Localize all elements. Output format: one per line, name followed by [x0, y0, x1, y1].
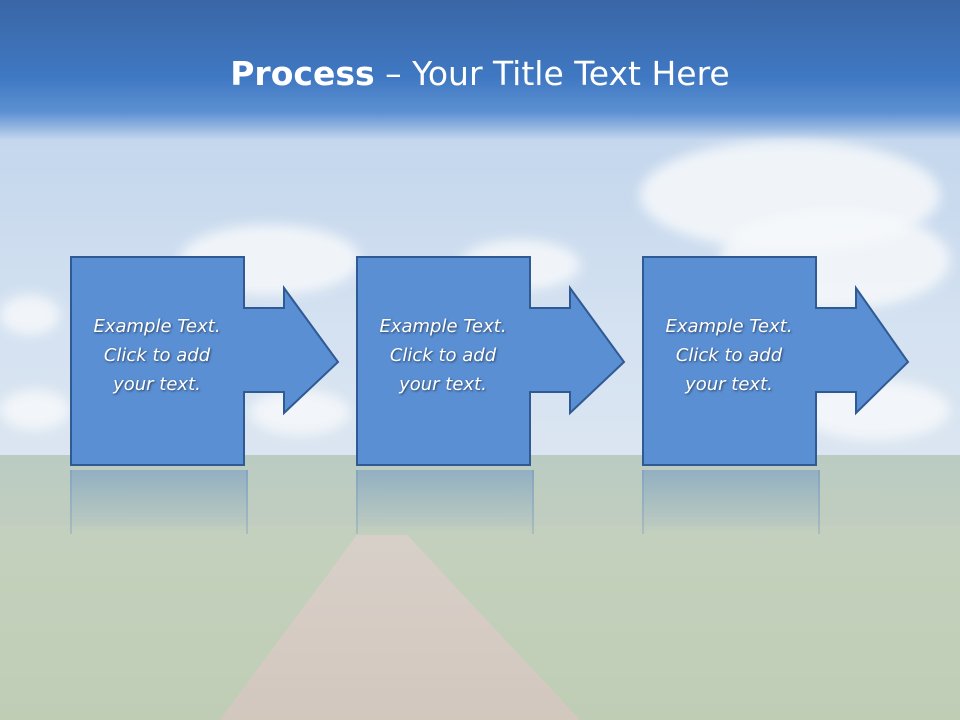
step-1-line-3: your text. [113, 374, 201, 395]
step-3-reflection [642, 470, 820, 534]
treeline [0, 455, 960, 525]
process-step-1[interactable]: Example Text. Click to add your text. [70, 256, 350, 466]
process-step-2[interactable]: Example Text. Click to add your text. [356, 256, 636, 466]
step-3-line-1: Example Text. [665, 316, 793, 337]
arrow-box-shape [70, 256, 340, 466]
step-2-reflection [356, 470, 534, 534]
arrow-box-shape [356, 256, 626, 466]
step-1-line-1: Example Text. [93, 316, 221, 337]
slide-title[interactable]: Process – Your Title Text Here [0, 52, 960, 96]
arrow-box-shape [642, 256, 910, 466]
process-step-3[interactable]: Example Text. Click to add your text. [642, 256, 922, 466]
title-bold-text: Process [230, 54, 375, 93]
step-1-line-2: Click to add [103, 345, 211, 366]
step-3-line-3: your text. [685, 374, 773, 395]
step-1-reflection [70, 470, 248, 534]
cloud [0, 295, 60, 335]
title-rest-text: – Your Title Text Here [374, 54, 730, 93]
step-2-text[interactable]: Example Text. Click to add your text. [358, 312, 528, 399]
step-3-text[interactable]: Example Text. Click to add your text. [644, 312, 814, 399]
step-2-line-1: Example Text. [379, 316, 507, 337]
title-band [0, 0, 960, 140]
step-2-line-3: your text. [399, 374, 487, 395]
step-1-text[interactable]: Example Text. Click to add your text. [72, 312, 242, 399]
cloud [0, 390, 70, 430]
step-3-line-2: Click to add [675, 345, 783, 366]
step-2-line-2: Click to add [389, 345, 497, 366]
